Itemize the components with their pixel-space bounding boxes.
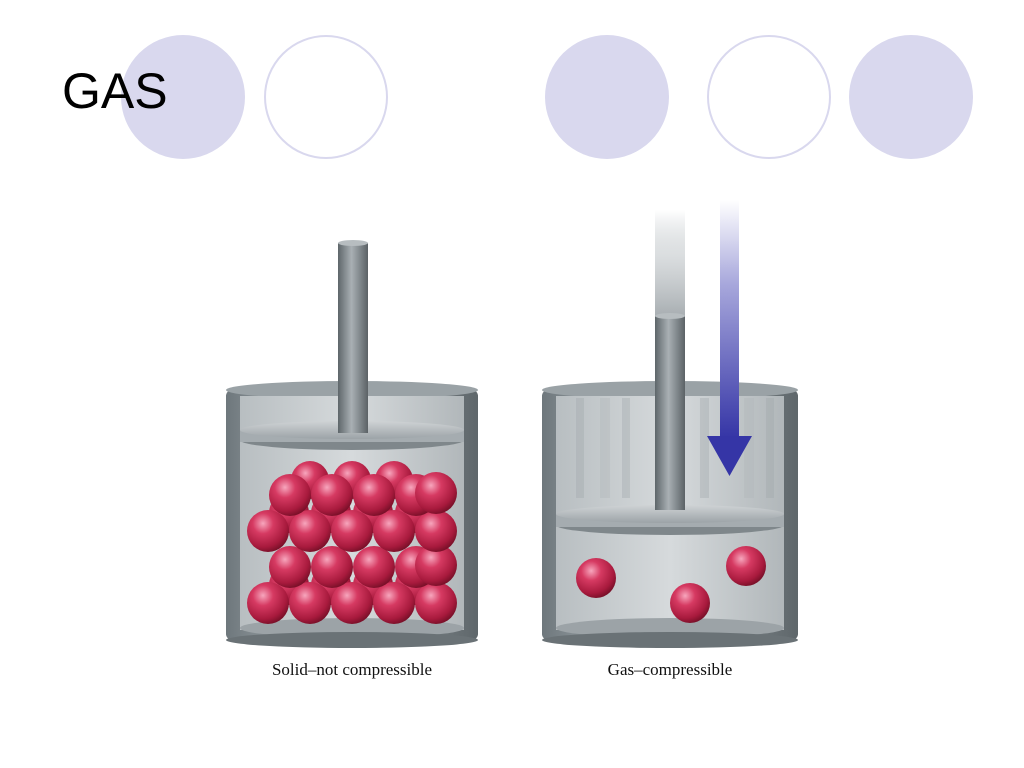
particle <box>331 510 373 552</box>
gas-caption: Gas–compressible <box>607 660 733 679</box>
down-arrow-icon <box>707 200 752 476</box>
decorative-circle-3 <box>545 35 669 159</box>
solid-caption: Solid–not compressible <box>271 660 433 679</box>
particle <box>670 583 710 623</box>
decorative-circle-1 <box>121 35 245 159</box>
particle <box>311 474 353 516</box>
solid-particles <box>247 461 457 624</box>
decorative-circle-5 <box>849 35 973 159</box>
decorative-circle-4 <box>707 35 831 159</box>
particle <box>415 472 457 514</box>
particle <box>373 510 415 552</box>
decorative-circle-2 <box>264 35 388 159</box>
particle <box>247 510 289 552</box>
particle <box>353 474 395 516</box>
particle <box>353 546 395 588</box>
particle <box>247 582 289 624</box>
slide-title: GAS <box>62 63 168 119</box>
particle <box>289 510 331 552</box>
particle <box>269 546 311 588</box>
particle <box>726 546 766 586</box>
particle <box>289 582 331 624</box>
particle <box>415 582 457 624</box>
particle <box>331 582 373 624</box>
particle <box>415 544 457 586</box>
particle <box>311 546 353 588</box>
particle <box>269 474 311 516</box>
particle <box>373 582 415 624</box>
particle <box>415 510 457 552</box>
gas-particles <box>576 546 766 623</box>
particle <box>576 558 616 598</box>
